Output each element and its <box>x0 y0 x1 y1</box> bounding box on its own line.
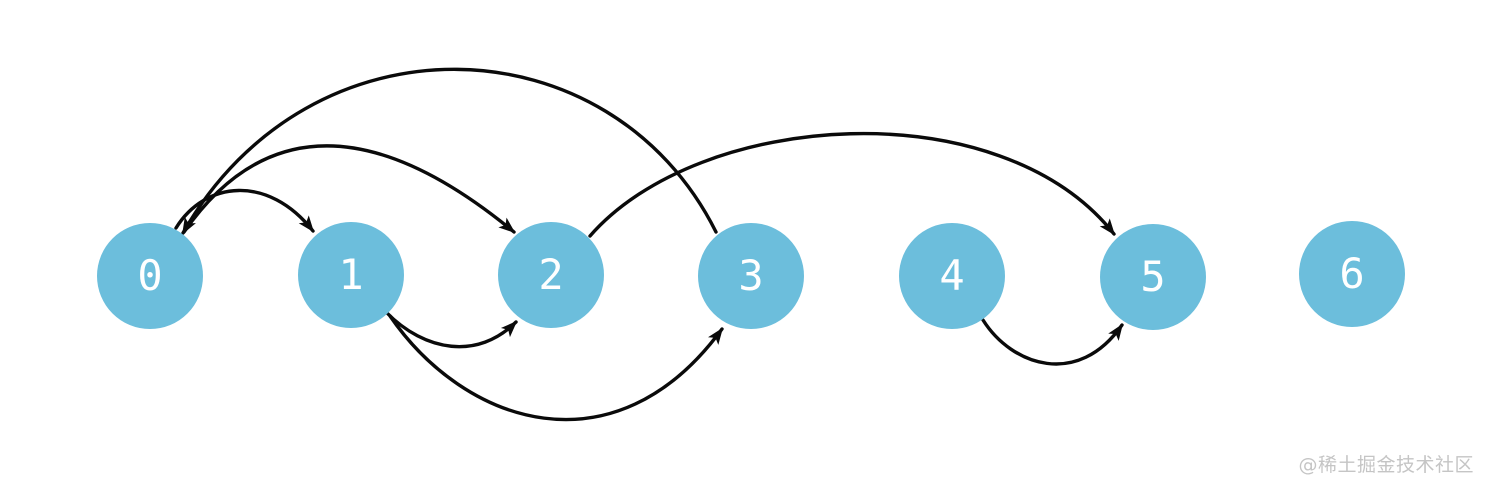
watermark: @稀土掘金技术社区 <box>1298 454 1474 476</box>
edge-1-to-3 <box>388 314 724 422</box>
edge-0-to-1 <box>174 188 315 233</box>
node-5: 5 <box>1100 224 1206 330</box>
node-0: 0 <box>97 223 203 329</box>
edge-3-to-0 <box>181 67 718 235</box>
node-3: 3 <box>698 223 804 329</box>
node-2: 2 <box>498 222 604 328</box>
node-4: 4 <box>899 223 1005 329</box>
edge-1-to-2 <box>384 310 518 349</box>
edge-0-to-2 <box>182 144 516 234</box>
node-6: 6 <box>1299 221 1405 327</box>
edge-4-to-5 <box>981 318 1124 366</box>
edge-2-to-5 <box>588 132 1116 238</box>
node-1: 1 <box>298 222 404 328</box>
